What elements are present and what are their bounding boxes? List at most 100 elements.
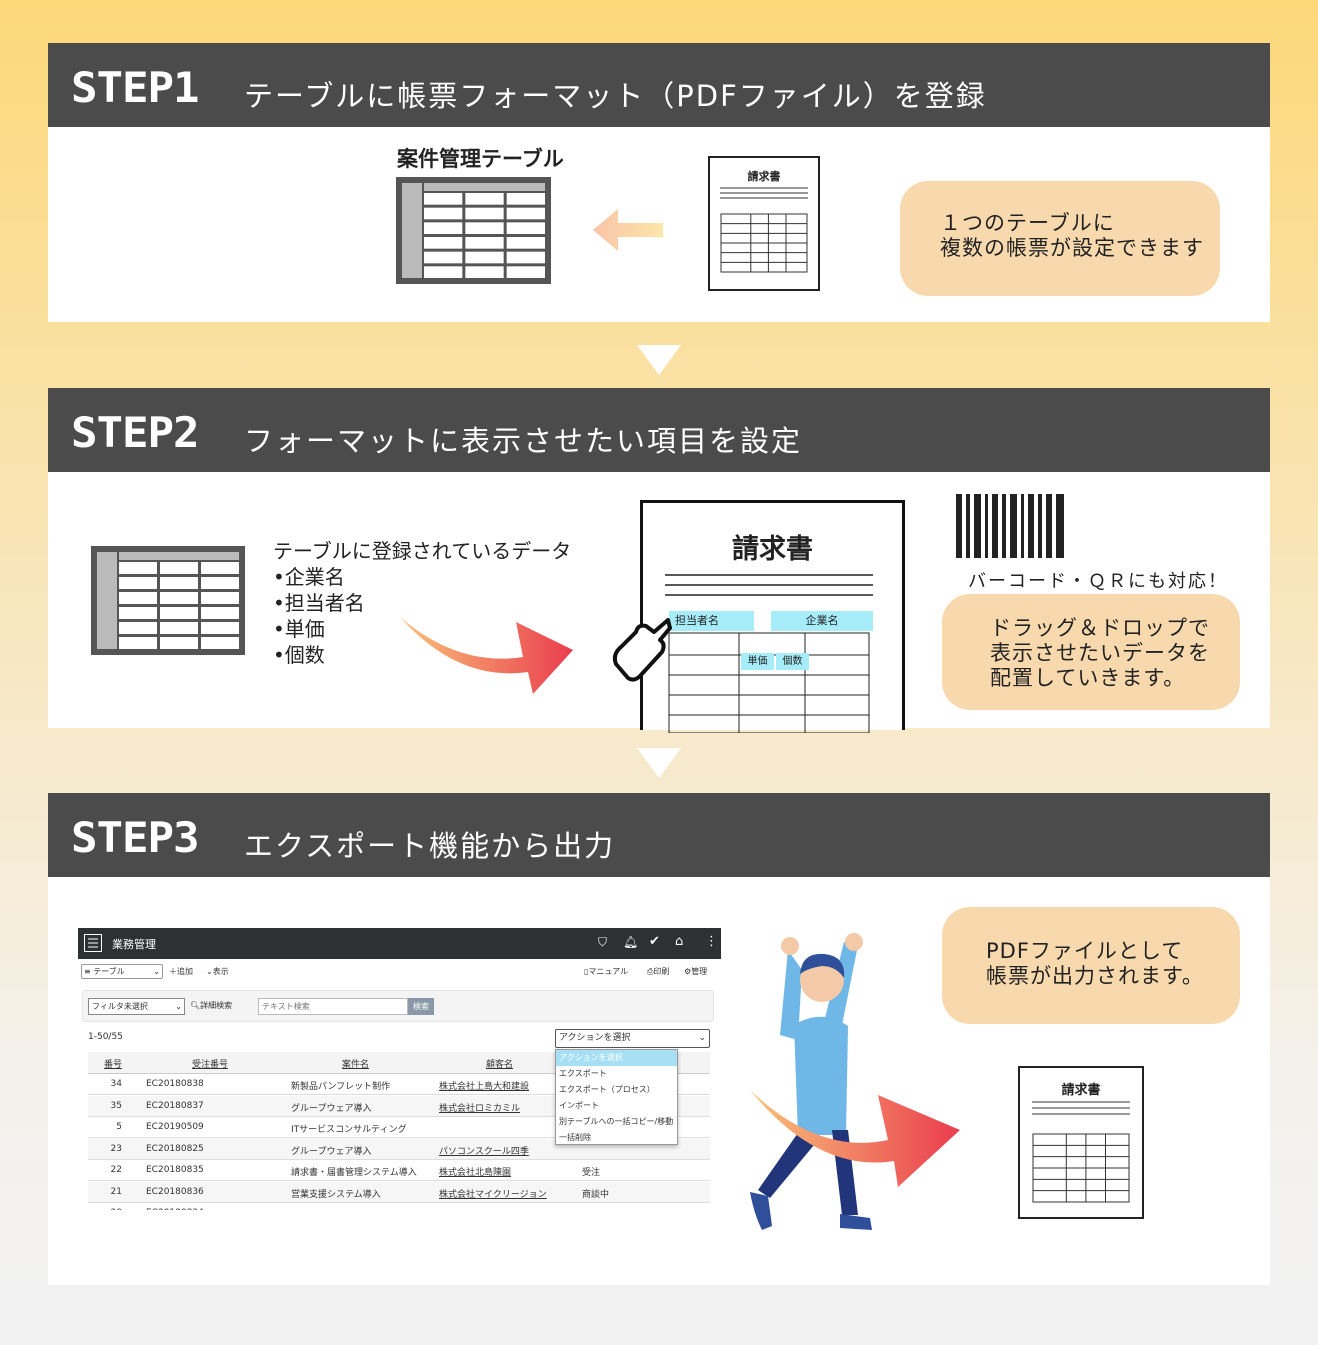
step1-bubble: １つのテーブルに 複数の帳票が設定できます (900, 181, 1220, 296)
step1-table-label: 案件管理テーブル (397, 147, 564, 171)
step1-invoice-doc: 請求書 (708, 156, 820, 291)
cell-client[interactable]: 株式会社上島大和建設 (439, 1082, 530, 1092)
step2-bubble: ドラッグ＆ドロップで 表示させたいデータを 配置していきます。 (942, 594, 1240, 710)
hamburger-menu-icon[interactable] (84, 934, 102, 952)
cell-no: 20 (111, 1208, 122, 1210)
cell-no: 22 (110, 1165, 122, 1175)
cell-no: 35 (110, 1100, 122, 1111)
step2-data-list: テーブルに登録されているデータ •企業名 •担当者名 •単価 •個数 (273, 538, 571, 668)
cell-no: 34 (110, 1079, 122, 1089)
cell-order: EC20180824 (146, 1208, 204, 1210)
cell-name: 営業支援システム導入 (291, 1208, 381, 1210)
step2-title: フォーマットに表示させたい項目を設定 (244, 424, 803, 458)
step2-bubble-line2: 表示させたいデータを (990, 641, 1210, 665)
dropdown-item-bulk-delete[interactable]: 一括削除 (559, 1133, 591, 1142)
cell-status: 失注 (582, 1208, 600, 1210)
dropdown-item-bulk-copy[interactable]: 別テーブルへの一括コピー/移動 (559, 1117, 674, 1126)
action-select-value: アクションを選択 (559, 1033, 631, 1043)
app-topbar: 業務管理 ⛉ 🔔︎ ✔ ⌂ ⋮ (78, 928, 721, 959)
text-search-input[interactable] (258, 998, 408, 1015)
action-select[interactable]: アクションを選択 ⌄ (555, 1029, 710, 1048)
step3-header: STEP3 エクスポート機能から出力 (48, 793, 1270, 877)
table-grid-icon (400, 181, 547, 280)
step1-doc-title: 請求書 (747, 170, 781, 183)
step2-bubble-line1: ドラッグ＆ドロップで (990, 616, 1210, 640)
col-no[interactable]: 番号 (104, 1060, 123, 1070)
admin-label: 管理 (691, 967, 708, 976)
step3-number: STEP3 (70, 813, 200, 862)
table-row[interactable]: 22 EC20180835 請求書・届書管理システム導入 株式会社北島陳園 受注 (88, 1160, 710, 1181)
cell-client[interactable]: パソコンスクール四季 (439, 1146, 529, 1157)
field-tantou: 担当者名 (669, 611, 754, 631)
dropdown-item-export-process[interactable]: エクスポート（プロセス） (559, 1085, 655, 1094)
cell-name: 新製品パンフレット制作 (291, 1082, 391, 1092)
step2-item-kosu: •個数 (273, 643, 325, 667)
doc-lines-icon (720, 187, 808, 273)
book-icon: ▯ (584, 967, 589, 976)
step1-table-icon (396, 177, 551, 284)
col-order[interactable]: 受注番号 (192, 1060, 229, 1070)
step1-header: STEP1 テーブルに帳票フォーマット（PDFファイル）を登録 (48, 43, 1270, 127)
dropdown-item-import[interactable]: インポート (559, 1101, 599, 1110)
action-dropdown: アクションを選択 エクスポート エクスポート（プロセス） インポート 別テーブル… (555, 1049, 678, 1145)
cell-order: EC20180835 (146, 1165, 204, 1175)
home-icon[interactable]: ⌂ (675, 934, 684, 949)
table-select[interactable]: ≡ テーブル ⌄ (81, 964, 163, 979)
search-icon: 🔍︎ (190, 1001, 201, 1010)
hand-pointer-icon (612, 618, 672, 682)
app-title: 業務管理 (112, 938, 156, 951)
cell-client[interactable]: 株式会社ロミカミル (439, 1103, 521, 1114)
step3-doc-title: 請求書 (1061, 1083, 1101, 1098)
step3-bubble-line2: 帳票が出力されます。 (986, 964, 1204, 988)
cell-order: EC20190509 (146, 1122, 204, 1132)
step2-invoice-doc: 請求書 担当者名 企業名 単価 個数 (640, 500, 905, 733)
cell-name: 請求書・届書管理システム導入 (291, 1168, 417, 1178)
step2-item-tantou: •担当者名 (273, 591, 365, 615)
step3-bubble-line1: PDFファイルとして (986, 939, 1184, 963)
gear-icon: ⚙ (684, 967, 692, 976)
cell-status: 受注 (582, 1168, 601, 1178)
print-label: 印刷 (653, 967, 670, 976)
admin-link[interactable]: ⚙管理 (684, 966, 707, 977)
record-count: 1-50/55 (88, 1032, 123, 1042)
check-icon[interactable]: ✔ (649, 934, 660, 949)
dropdown-item-export[interactable]: エクスポート (559, 1069, 607, 1078)
kebab-menu-icon[interactable]: ⋮ (705, 934, 718, 949)
printer-icon: ⎙ (647, 967, 654, 976)
filter-value: フィルタ未選択 (92, 1002, 148, 1011)
table-row[interactable]: 20 EC20180824 営業支援システム導入 失注 (88, 1203, 710, 1210)
cell-no: 5 (116, 1122, 122, 1132)
step3-doc-lines (1032, 1101, 1130, 1203)
view-button[interactable]: ⌄表示 (206, 967, 229, 976)
step2-item-tanka: •単価 (273, 617, 325, 641)
cell-client[interactable]: 株式会社マイクリージョン (439, 1189, 547, 1200)
add-button[interactable]: ＋追加 (169, 967, 193, 976)
step3-curved-arrow-icon (750, 1090, 960, 1187)
cell-name: 営業支援システム導入 (291, 1189, 381, 1200)
col-name[interactable]: 案件名 (342, 1060, 370, 1070)
field-kigyou: 企業名 (771, 611, 873, 631)
manual-label: マニュアル (588, 967, 629, 976)
shield-icon[interactable]: ⛉ (598, 935, 608, 949)
cell-no: 23 (110, 1143, 122, 1154)
print-link[interactable]: ⎙印刷 (647, 966, 669, 977)
cheering-person-illustration (750, 933, 872, 1230)
down-arrow-1 (637, 345, 681, 375)
dropdown-item-placeholder[interactable]: アクションを選択 (556, 1050, 677, 1066)
bell-icon[interactable]: 🔔︎ (623, 935, 639, 949)
manual-link[interactable]: ▯マニュアル (584, 966, 628, 977)
chevron-down-icon: ⌄ (153, 967, 160, 976)
col-client[interactable]: 顧客名 (486, 1060, 514, 1070)
search-button[interactable]: 検索 (408, 998, 434, 1015)
cell-order: EC20180837 (146, 1100, 204, 1111)
cell-client[interactable]: 株式会社北島陳園 (439, 1168, 512, 1178)
down-arrow-2 (637, 748, 681, 778)
advanced-search-link[interactable]: 🔍︎詳細検索 (190, 1000, 232, 1011)
step1-bubble-line1: １つのテーブルに (940, 211, 1115, 235)
filter-select[interactable]: フィルタ未選択 ⌄ (88, 998, 185, 1015)
